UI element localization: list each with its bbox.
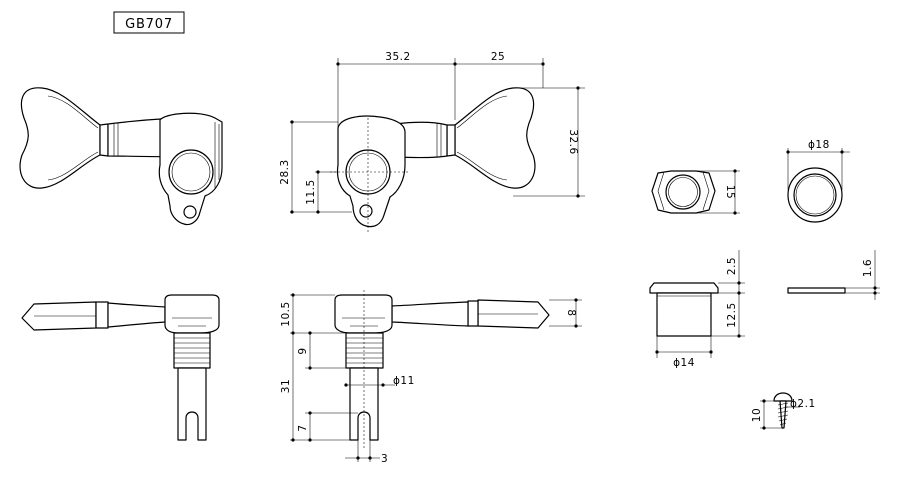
- dim-post-diameter: ϕ11: [393, 375, 415, 387]
- dim-screw-length: 10: [751, 408, 763, 422]
- dim-slot-width: 3: [381, 453, 388, 465]
- dim-bushing-hex: 15: [724, 185, 736, 199]
- hex-bushing-top: 15: [651, 169, 740, 215]
- dim-tuner-thickness: 8: [565, 309, 577, 316]
- dim-height-hole: 11.5: [305, 179, 317, 204]
- mounting-screw: 10 ϕ2.1: [751, 392, 816, 430]
- model-title: GB707: [113, 11, 185, 34]
- dim-washer-diameter: ϕ18: [808, 139, 830, 151]
- washer-top: ϕ18: [786, 139, 850, 223]
- dim-housing-height: 10.5: [280, 301, 292, 326]
- dim-thread-length: 9: [297, 347, 309, 354]
- tuner-side-view-dimensioned: [334, 290, 550, 450]
- dim-width-total: 35.2: [385, 51, 410, 63]
- side-view-dimensions: 10.5 9 31 7 ϕ11 3 8: [280, 293, 582, 465]
- dim-height-post: 28.3: [279, 159, 291, 184]
- dim-height-total: 32.6: [567, 129, 579, 154]
- dim-washer-thickness: 1.6: [862, 259, 874, 277]
- model-label: GB707: [125, 17, 173, 32]
- dim-bushing-diameter: ϕ14: [673, 357, 695, 369]
- dim-post-length: 31: [280, 379, 292, 393]
- front-view-dimensions: 35.2 25 32.6 28.3 11.5: [279, 51, 585, 214]
- dim-bushing-body: 12.5: [726, 302, 738, 327]
- dim-screw-diameter: ϕ2.1: [790, 398, 816, 410]
- dim-bushing-flange: 2.5: [726, 257, 738, 275]
- dim-width-right: 25: [491, 51, 505, 63]
- tuner-side-view-left: [21, 294, 220, 441]
- washer-side: 1.6: [787, 250, 880, 300]
- tuner-front-view-left: [19, 87, 223, 226]
- dim-slot-depth: 7: [297, 424, 309, 431]
- tuner-front-view-dimensioned: [330, 87, 536, 232]
- bushing-side: 2.5 12.5 ϕ14: [649, 250, 745, 369]
